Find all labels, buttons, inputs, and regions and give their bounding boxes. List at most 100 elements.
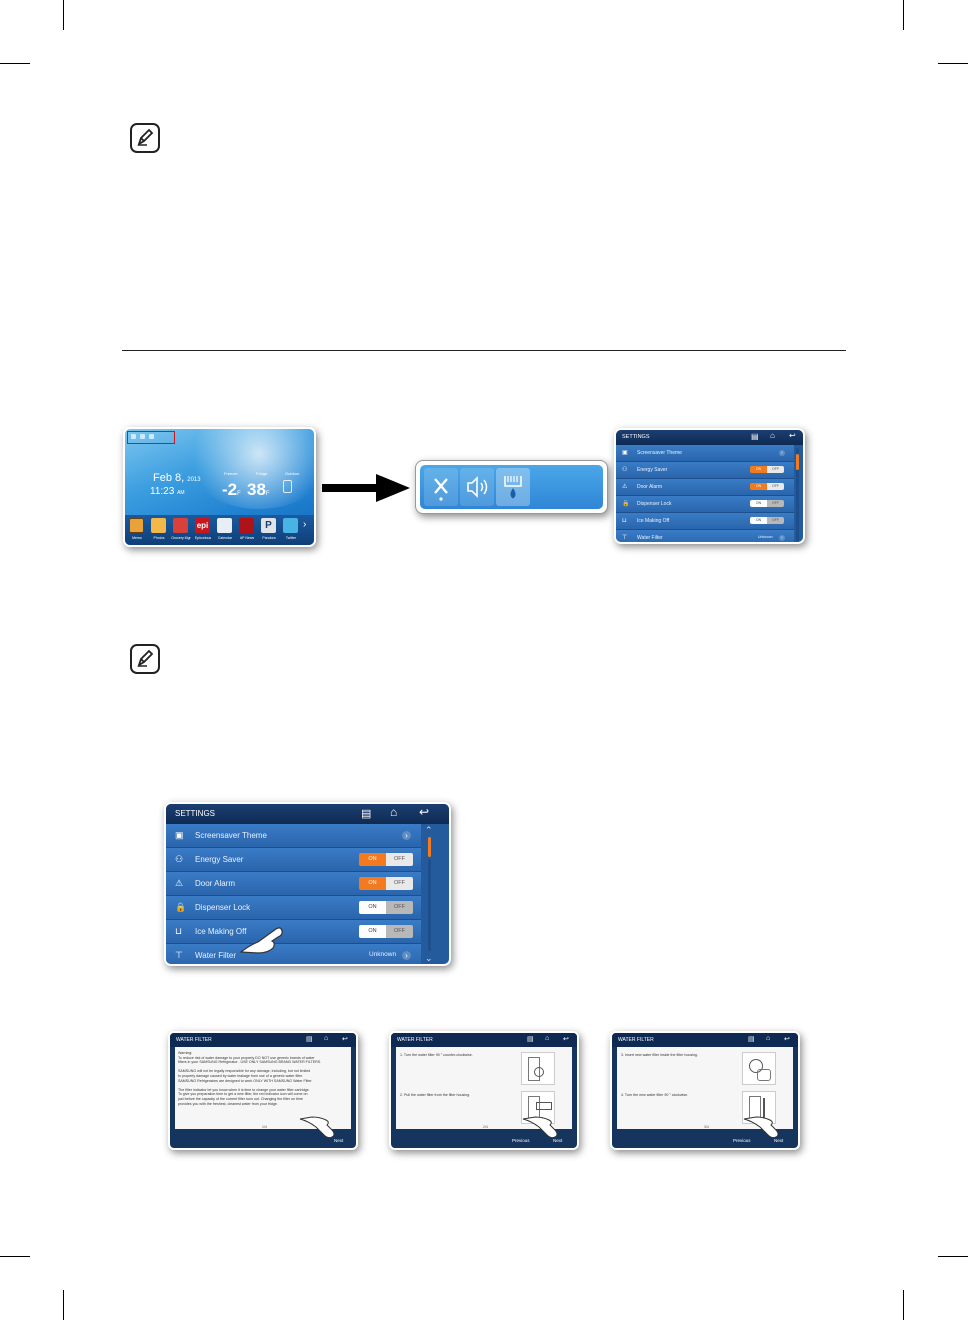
chevron-right-icon[interactable]: › (779, 450, 785, 456)
wf-title: WATER FILTER (397, 1037, 433, 1043)
back-icon[interactable]: ↩ (789, 431, 796, 440)
pandora-app-icon[interactable]: P (261, 518, 276, 533)
twitter-app-icon[interactable] (283, 518, 298, 533)
memo-icon[interactable]: ▤ (361, 808, 372, 820)
back-icon[interactable]: ↩ (563, 1036, 569, 1043)
home-icon[interactable]: ⌂ (324, 1035, 329, 1042)
toggle-off[interactable]: OFF (386, 901, 413, 914)
toggle-on[interactable]: ON (750, 500, 767, 507)
back-icon[interactable]: ↩ (342, 1036, 348, 1043)
toggle-off[interactable]: OFF (386, 877, 413, 890)
next-button[interactable]: Next (553, 1138, 563, 1143)
energy-saver-icon: ⚇ (622, 467, 628, 473)
settings-row-label: Screensaver Theme (637, 450, 682, 456)
crop-mark (938, 63, 968, 64)
toggle-on[interactable]: ON (359, 925, 386, 938)
wf-text-line: The filter indicator let you know when i… (178, 1087, 310, 1092)
toggle-on[interactable]: ON (359, 901, 386, 914)
water-filter-button[interactable] (496, 468, 530, 506)
home-icon[interactable]: ⌂ (766, 1035, 771, 1042)
toggle-on[interactable]: ON (750, 517, 767, 524)
page-indicator: 3/4 (704, 1125, 709, 1129)
water-filter-screen-2: WATER FILTER ▤ ⌂ ↩ 1. Turn the water fil… (389, 1031, 579, 1150)
memo-icon[interactable]: ▤ (527, 1036, 534, 1043)
previous-button[interactable]: Previous (512, 1138, 530, 1143)
step-text: 3. Insert new water filter inside the fi… (621, 1053, 698, 1057)
grocery-app-icon[interactable] (173, 518, 188, 533)
scrollbar[interactable]: ⌃ ⌄ (425, 825, 433, 963)
chevron-right-icon[interactable]: › (402, 831, 411, 840)
scrollbar[interactable] (796, 448, 799, 542)
home-icon[interactable]: ⌂ (770, 431, 775, 440)
toggle-off[interactable]: OFF (386, 925, 413, 938)
toggle-off[interactable]: OFF (767, 517, 784, 524)
water-filter-screen-3: WATER FILTER ▤ ⌂ ↩ 3. Insert new water f… (610, 1031, 800, 1150)
settings-row-label: Dispenser Lock (637, 501, 672, 507)
wf-title: WATER FILTER (618, 1037, 654, 1043)
toggle-on[interactable]: ON (359, 877, 386, 890)
wf-text-line: To reduce risk of water damage to your p… (178, 1055, 315, 1060)
toggle-on[interactable]: ON (750, 466, 767, 473)
toggle-on[interactable]: ON (750, 483, 767, 490)
chevron-right-icon[interactable]: › (779, 535, 785, 541)
outdoor-label: Outdoor (285, 471, 300, 476)
photos-app-icon[interactable] (151, 518, 166, 533)
wf-header: WATER FILTER ▤ ⌂ ↩ (391, 1033, 577, 1047)
settings-tools-button[interactable] (424, 468, 458, 506)
toggle-off[interactable]: OFF (767, 500, 784, 507)
next-button[interactable]: Next (774, 1138, 784, 1143)
back-icon[interactable]: ↩ (419, 805, 430, 819)
back-icon[interactable]: ↩ (784, 1036, 790, 1043)
epicurious-app-icon[interactable]: epi (195, 518, 210, 533)
wf-text-line: filters in your SAMSUNG Refrigerator . U… (178, 1060, 322, 1065)
settings-row[interactable]: ▣Screensaver Theme› (616, 445, 794, 462)
next-button[interactable]: Next (334, 1138, 344, 1143)
settings-panel-small: SETTINGS ▤ ⌂ ↩ ▣Screensaver Theme›⚇Energ… (614, 428, 805, 544)
sound-button[interactable] (460, 468, 494, 506)
memo-app-icon[interactable] (129, 518, 144, 533)
status-bar-highlight[interactable] (127, 431, 175, 444)
home-icon[interactable]: ⌂ (545, 1035, 550, 1042)
memo-icon[interactable]: ▤ (306, 1036, 313, 1043)
fridge-temp[interactable]: 38F (247, 480, 270, 499)
calendar-app-icon[interactable] (217, 518, 232, 533)
section-divider (122, 350, 846, 351)
energy-saver-icon: ⚇ (175, 854, 184, 864)
apnews-app-icon[interactable] (239, 518, 254, 533)
app-label: Twitter (285, 536, 297, 540)
settings-row[interactable]: ▣Screensaver Theme› (166, 824, 421, 848)
toggle-on[interactable]: ON (359, 853, 386, 866)
app-label: AP News (239, 536, 255, 540)
weather-icon[interactable] (283, 480, 292, 493)
previous-button[interactable]: Previous (733, 1138, 751, 1143)
memo-icon[interactable]: ▤ (748, 1036, 755, 1043)
toggle-off[interactable]: OFF (767, 466, 784, 473)
memo-icon[interactable]: ▤ (751, 432, 759, 441)
door-alarm-icon: ⚠ (622, 484, 628, 490)
toggle-off[interactable]: OFF (767, 483, 784, 490)
chevron-right-icon[interactable]: › (303, 519, 307, 530)
chevron-right-icon[interactable]: › (402, 951, 411, 960)
settings-row-label: Water Filter (195, 951, 237, 960)
toggle-off[interactable]: OFF (386, 853, 413, 866)
freezer-temp[interactable]: -2F (222, 480, 241, 499)
home-icon[interactable]: ⌂ (390, 805, 398, 819)
